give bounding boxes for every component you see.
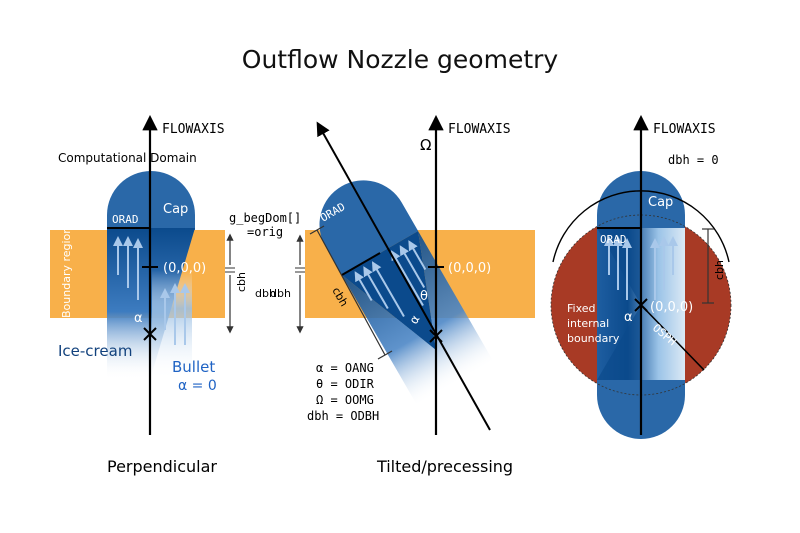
caption-tilted: Tilted/precessing (376, 457, 513, 476)
dbh-zero-note: dbh = 0 (668, 153, 719, 167)
apex-cross-icon (429, 329, 443, 343)
legend-odbh: dbh = ODBH (307, 409, 379, 423)
alpha-label: α (624, 310, 633, 325)
tilted-axis-line (316, 121, 491, 431)
origin-label: (0,0,0) (650, 300, 693, 315)
panel-perpendicular: FLOWAXIS Computational Domain Cap ORAD (… (50, 114, 276, 476)
boundary-region-label: Boundary region (60, 227, 73, 318)
orad-label: ORAD (600, 233, 627, 246)
origin-label: (0,0,0) (163, 261, 206, 276)
tilted-nozzle-column (341, 231, 495, 407)
computational-domain-text: Computational Domain (58, 151, 197, 165)
alpha-label: α (134, 311, 143, 326)
panel-fixed-boundary: FLOWAXIS dbh = 0 Cap ORAD (0,0,0) α OSPH… (550, 114, 732, 439)
cbh-label: cbh (713, 260, 726, 280)
lower-cone (597, 305, 641, 380)
flow-axis-label: FLOWAXIS (162, 122, 225, 137)
apex-cross-icon (143, 327, 157, 341)
cap-label: Cap (163, 202, 188, 217)
cap-label: Cap (648, 195, 673, 210)
orad-label: ORAD (112, 213, 139, 226)
fixed-boundary-line3: boundary (567, 332, 620, 345)
flow-axis-label: FLOWAXIS (653, 122, 716, 137)
tilted-cap-label: Cap (357, 153, 386, 179)
fixed-boundary-line1: Fixed (567, 302, 596, 315)
begdom-label-line1: g_begDom[] (229, 211, 301, 225)
ice-cream-label: Ice-cream (58, 342, 132, 360)
dbh-label: dbh (270, 287, 291, 300)
legend-odir: θ = ODIR (316, 377, 375, 391)
bullet-alpha-label: α = 0 (178, 378, 217, 394)
fixed-boundary-label: Fixed internal boundary (567, 302, 620, 345)
cbh-label: cbh (235, 272, 248, 292)
bullet-label: Bullet (172, 358, 215, 376)
panel-tilted: FLOWAXIS Ω Cap ORAD (0,0,0) θ α cbh dbh … (229, 114, 535, 476)
origin-cross-icon (634, 298, 648, 312)
theta-label: θ (420, 289, 428, 304)
begdom-label-line2: =orig (247, 225, 283, 239)
legend-oang: α = OANG (316, 361, 374, 375)
flow-axis-label: FLOWAXIS (448, 122, 511, 137)
dbh-label: dbh (255, 287, 276, 300)
diagram-title: Outflow Nozzle geometry (242, 45, 559, 74)
caption-perpendicular: Perpendicular (107, 457, 217, 476)
tilted-cap-shape (319, 180, 419, 276)
legend-oomg: Ω = OOMG (316, 393, 374, 407)
omega-label: Ω (420, 136, 431, 154)
origin-label: (0,0,0) (448, 261, 491, 276)
computational-domain-label: Computational Domain (58, 151, 197, 165)
fixed-boundary-line2: internal (567, 317, 609, 330)
